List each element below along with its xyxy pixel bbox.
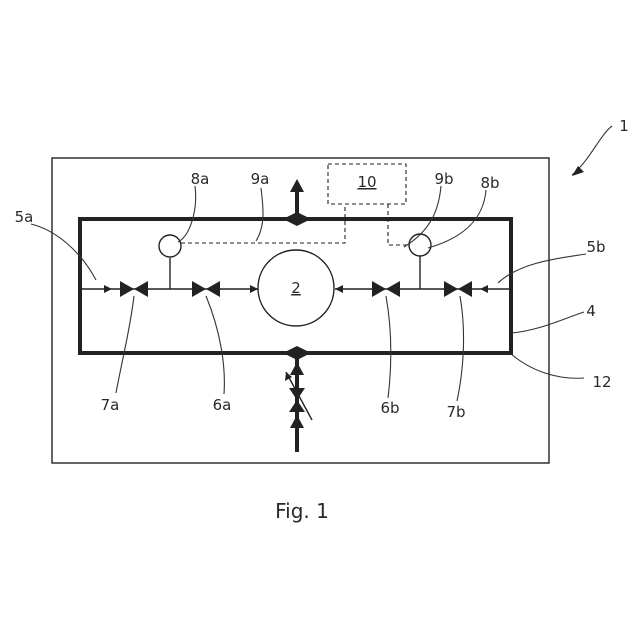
leader-7a [116,296,134,393]
sensor-8b [409,234,431,256]
outer-housing [52,158,549,463]
valve-7b [444,281,472,297]
valve-6a [192,281,220,297]
leader-6b [386,296,391,398]
bottom-up-arrow-lower [290,415,304,428]
leader-6a [206,296,224,394]
top-junction-right [297,212,311,226]
leader-1-arrowhead [572,166,584,176]
arrow-head-right-in [480,285,488,293]
arrow-head-to-chamber-left [250,285,258,293]
bottom-up-arrow-upper [290,362,304,375]
leader-5a [31,224,96,280]
bottom-junction-left [283,346,297,360]
sensor-8a [159,235,181,257]
leader-9b [404,186,441,247]
label-8b: 8b [480,174,499,192]
label-6a: 6a [213,396,232,414]
label-7b: 7b [446,403,465,421]
valve-6b [372,281,400,297]
bottom-junction-right [297,346,311,360]
label-9b: 9b [434,170,453,188]
signal-line-9b [388,204,409,245]
label-7a: 7a [101,396,120,414]
leader-8a [178,186,196,242]
arrow-head-left-in [104,285,112,293]
label-12: 12 [592,373,611,391]
valve-7a [120,281,148,297]
figure-caption: Fig. 1 [275,499,329,523]
arrow-head-to-chamber-right [335,285,343,293]
label-8a: 8a [191,170,210,188]
label-6b: 6b [380,399,399,417]
chamber-label: 2 [291,279,301,297]
top-outlet-arrow [290,179,304,192]
label-4: 4 [586,302,596,320]
leader-7b [457,296,464,401]
leader-9a [256,188,263,241]
controller-label: 10 [357,173,376,191]
top-junction-left [283,212,297,226]
leader-4 [512,312,584,333]
label-9a: 9a [251,170,270,188]
leader-12 [511,354,584,378]
label-5b: 5b [586,238,605,256]
label-5a: 5a [15,208,34,226]
label-1: 1 [619,117,629,135]
